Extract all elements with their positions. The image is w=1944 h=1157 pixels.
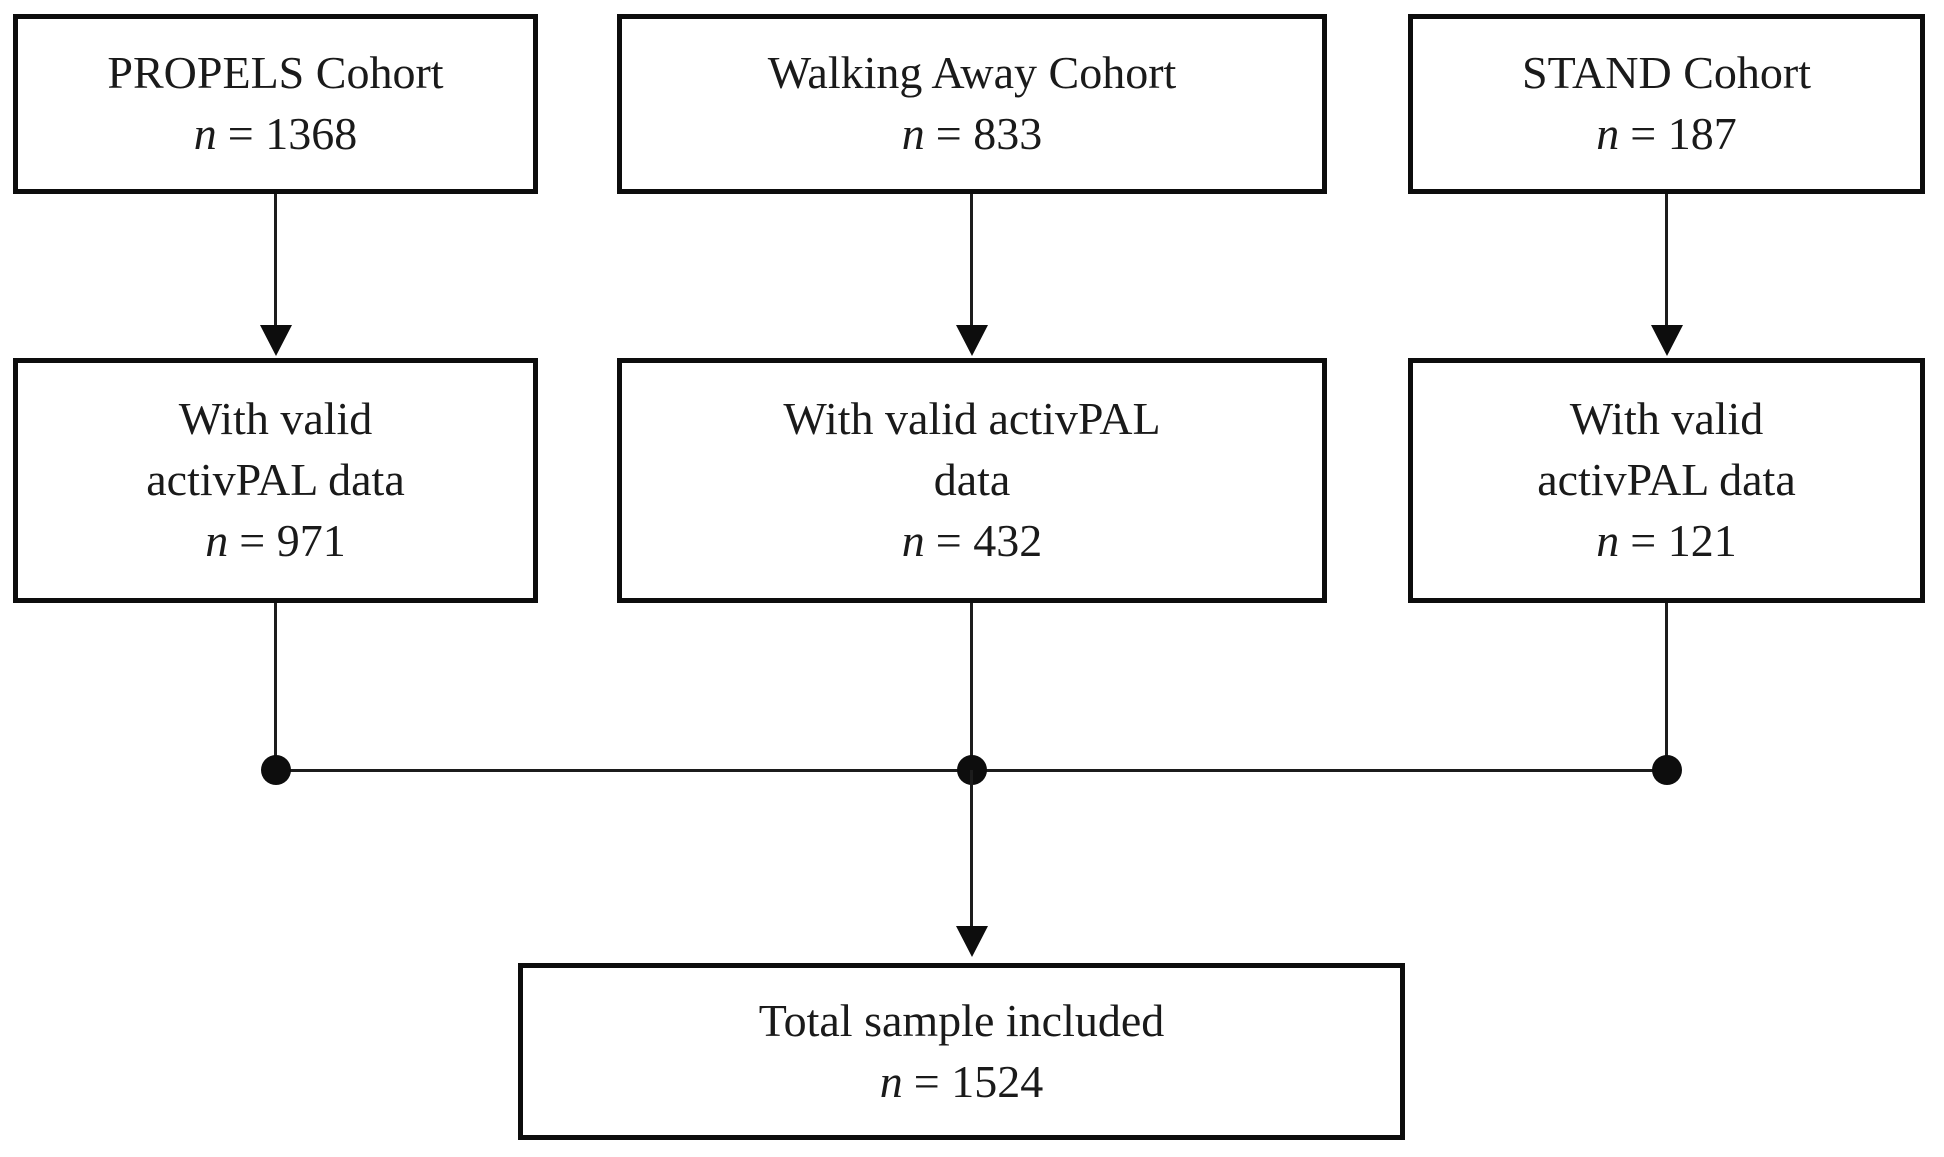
total-arrow-line bbox=[970, 770, 973, 927]
walking-away-cohort-box: Walking Away Cohort n= 833 bbox=[617, 14, 1327, 194]
total-sample-title: Total sample included bbox=[758, 994, 1165, 1046]
junction-dot-left bbox=[261, 755, 291, 785]
stand-arrow-line bbox=[1665, 194, 1668, 326]
propels-valid-line1: With valid bbox=[178, 393, 373, 445]
walking-away-valid-line2: data bbox=[933, 454, 1011, 506]
propels-arrowhead-icon bbox=[260, 325, 292, 356]
walking-away-cohort-title: Walking Away Cohort bbox=[767, 47, 1177, 99]
walking-away-arrow-line bbox=[970, 194, 973, 326]
walking-away-cohort-n: n= 833 bbox=[901, 108, 1043, 159]
walking-away-valid-line1: With valid activPAL bbox=[783, 393, 1161, 445]
propels-drop-line bbox=[274, 603, 277, 770]
propels-valid-n: n= 971 bbox=[205, 514, 346, 566]
propels-cohort-n: n= 1368 bbox=[193, 108, 358, 159]
propels-arrow-line bbox=[274, 194, 277, 326]
stand-valid-line2: activPAL data bbox=[1537, 454, 1796, 506]
walking-away-arrowhead-icon bbox=[956, 325, 988, 356]
propels-cohort-box: PROPELS Cohort n= 1368 bbox=[13, 14, 538, 194]
propels-cohort-title: PROPELS Cohort bbox=[107, 47, 444, 99]
stand-cohort-n: n= 187 bbox=[1596, 108, 1737, 159]
walking-away-valid-box: With valid activPAL data n= 432 bbox=[617, 358, 1327, 603]
stand-valid-line1: With valid bbox=[1569, 393, 1764, 445]
stand-cohort-box: STAND Cohort n= 187 bbox=[1408, 14, 1925, 194]
total-sample-n: n= 1524 bbox=[879, 1055, 1044, 1107]
total-arrowhead-icon bbox=[956, 926, 988, 957]
stand-arrowhead-icon bbox=[1651, 325, 1683, 356]
stand-valid-n: n= 121 bbox=[1596, 514, 1737, 566]
propels-valid-box: With valid activPAL data n= 971 bbox=[13, 358, 538, 603]
walking-away-valid-n: n= 432 bbox=[901, 514, 1043, 566]
stand-cohort-title: STAND Cohort bbox=[1522, 47, 1811, 99]
walking-away-drop-line bbox=[970, 603, 973, 770]
stand-drop-line bbox=[1665, 603, 1668, 770]
junction-dot-right bbox=[1652, 755, 1682, 785]
propels-valid-line2: activPAL data bbox=[146, 454, 405, 506]
stand-valid-box: With valid activPAL data n= 121 bbox=[1408, 358, 1925, 603]
total-sample-box: Total sample included n= 1524 bbox=[518, 963, 1405, 1140]
